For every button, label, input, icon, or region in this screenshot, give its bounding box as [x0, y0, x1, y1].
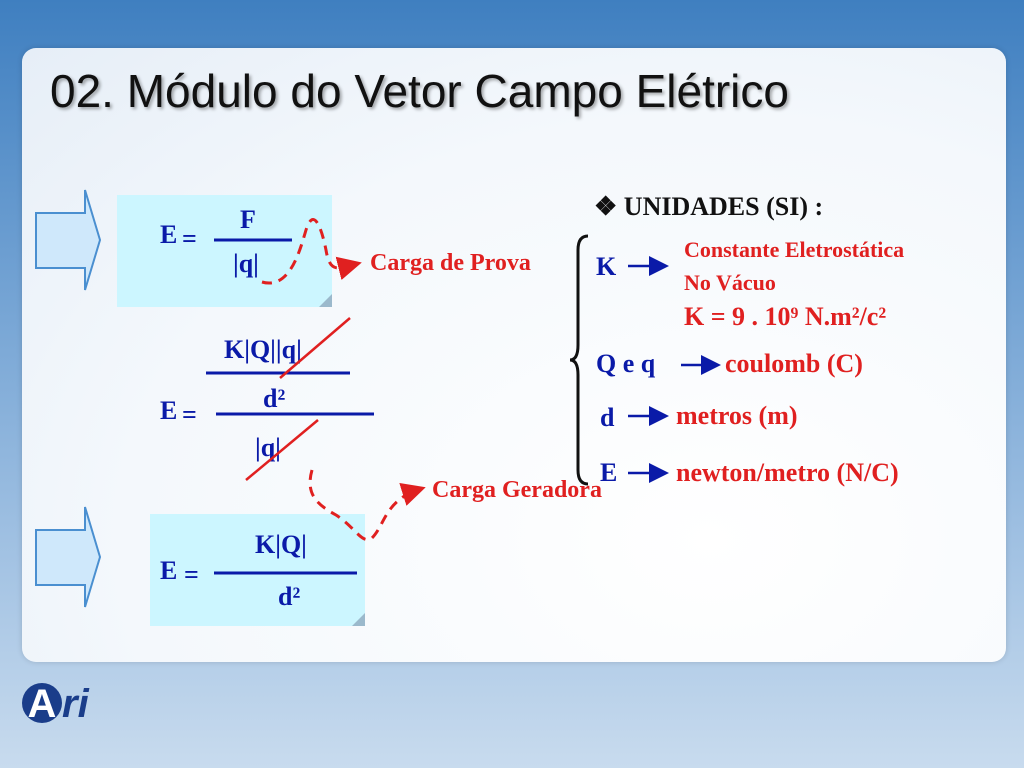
cancel-stroke-bottom — [245, 419, 319, 481]
unit-desc-k-line2: No Vácuo — [684, 270, 776, 295]
formula3-equals: = — [184, 560, 199, 589]
formula1-denominator: |q| — [233, 249, 259, 278]
formula2-equals: = — [182, 400, 197, 429]
unit-symbol-d: d — [600, 403, 615, 432]
formula1-equals: = — [182, 224, 197, 253]
formula-box-1 — [117, 195, 332, 307]
box3-corner — [352, 613, 365, 626]
box1-corner — [319, 294, 332, 307]
logo-text: ri — [62, 682, 89, 726]
unit-desc-k-line1: Constante Eletrostática — [684, 237, 905, 262]
unit-symbol-q: Q e q — [596, 349, 656, 378]
formula3-denominator: d² — [278, 582, 301, 611]
cancel-stroke-top — [279, 317, 351, 379]
formula1-e: E — [160, 220, 178, 249]
formula2-e: E — [160, 396, 178, 425]
formula2-numerator: K|Q||q| — [224, 335, 302, 364]
formula1-numerator: F — [240, 205, 256, 234]
carga-geradora-label: Carga Geradora — [432, 477, 602, 503]
dashed-connector-geradora — [308, 469, 426, 542]
slide-title: 02. Módulo do Vetor Campo Elétrico — [50, 65, 789, 117]
unit-desc-q: coulomb (C) — [725, 349, 863, 378]
formula3-e: E — [160, 556, 178, 585]
unit-k-value: K = 9 . 10⁹ N.m²/c² — [684, 302, 887, 331]
formula2-d2: d² — [263, 384, 286, 413]
unit-symbol-e: E — [600, 458, 618, 487]
unit-desc-d: metros (m) — [676, 401, 798, 430]
units-heading: ❖ UNIDADES (SI) : — [594, 192, 824, 221]
formula2-denominator: |q| — [255, 433, 281, 462]
carga-de-prova-label: Carga de Prova — [370, 250, 531, 276]
units-brace — [569, 234, 589, 486]
unit-symbol-k: K — [596, 252, 617, 281]
formula3-numerator: K|Q| — [255, 530, 307, 559]
dashed-connector-prova — [261, 218, 362, 285]
block-arrow-1 — [35, 189, 102, 291]
block-arrow-2 — [35, 506, 102, 608]
unit-desc-e: newton/metro (N/C) — [676, 458, 899, 487]
formula-box-3 — [150, 514, 365, 626]
logo-letter-a: A — [22, 683, 62, 725]
